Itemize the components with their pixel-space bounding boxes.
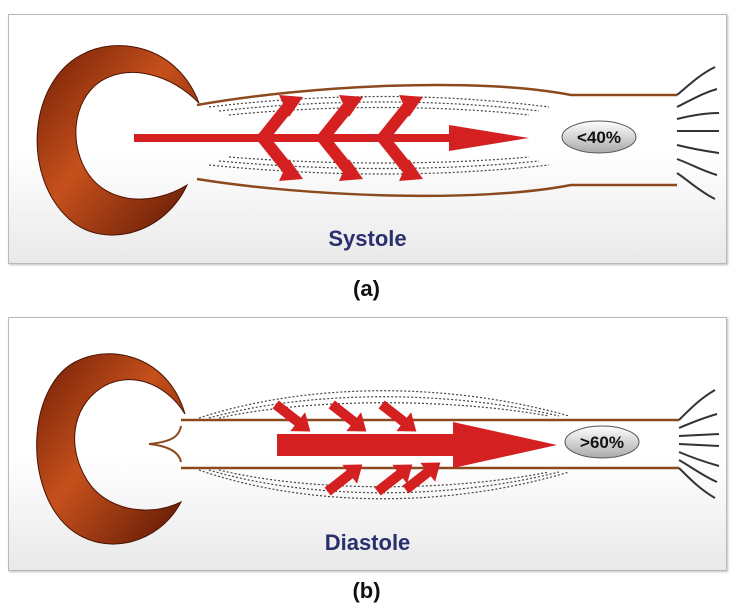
phase-label-diastole: Diastole (9, 530, 726, 556)
diastole-panel: >60% Diastole (8, 317, 727, 571)
inward-arrows-bottom (320, 453, 447, 501)
arrow-icon (277, 422, 557, 468)
fan-fibers-icon (677, 67, 719, 199)
fraction-text: >60% (580, 433, 624, 452)
fraction-text: <40% (577, 128, 621, 147)
fraction-badge: >60% (565, 426, 639, 458)
caption-b: (b) (0, 578, 733, 604)
systole-panel: <40% Systole (8, 14, 727, 264)
fraction-badge: <40% (562, 121, 636, 153)
phase-label-systole: Systole (9, 226, 726, 252)
fan-fibers-icon (679, 390, 719, 498)
caption-a: (a) (0, 276, 733, 302)
heart-chamber-icon (37, 354, 185, 544)
